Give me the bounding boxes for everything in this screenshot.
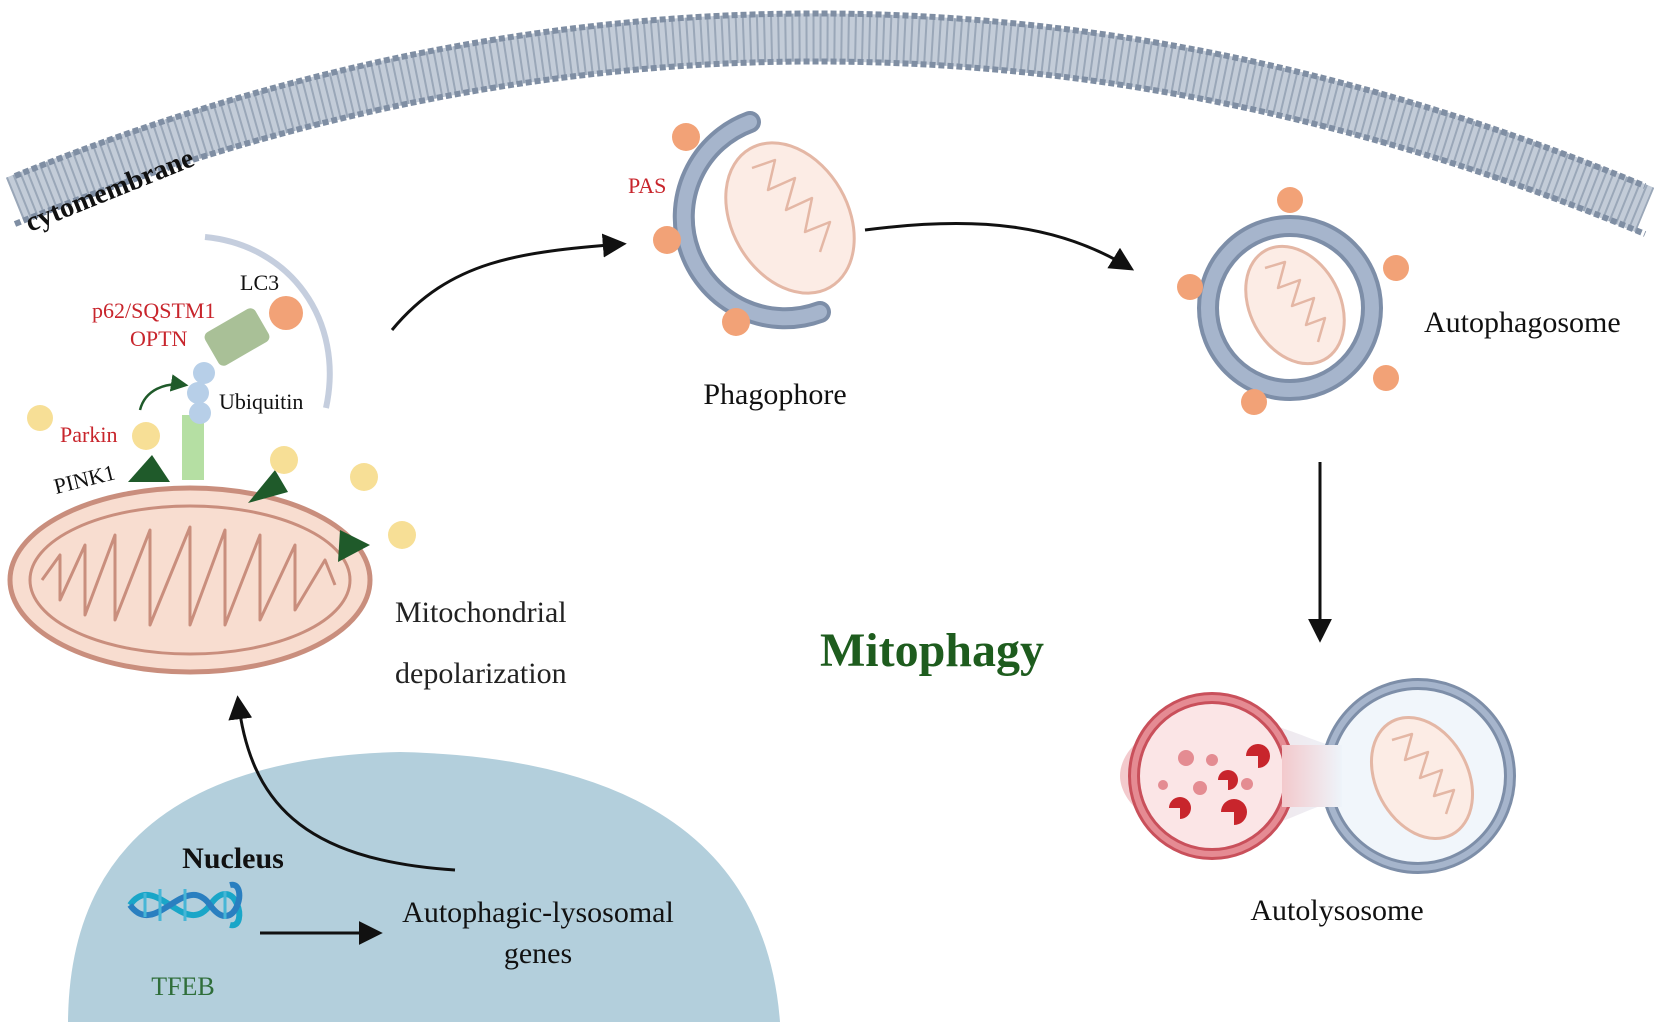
pink1-marker [128, 455, 170, 482]
autolysosome [1120, 678, 1516, 874]
receptor-stalk [182, 415, 204, 480]
nucleus-label: Nucleus [182, 842, 284, 875]
dna-helix-icon [127, 881, 243, 929]
tfeb-label: TFEB [151, 972, 215, 1001]
lc3-dot [269, 296, 303, 330]
parkin-dot [270, 446, 298, 474]
nucleus [68, 752, 780, 1022]
autophagosome-dot [1373, 365, 1399, 391]
p62-label: p62/SQSTM1 [92, 298, 215, 323]
genes-label-line1: Autophagic-lysosomal [402, 896, 674, 929]
lysosomal-enzymes [1158, 744, 1270, 825]
parkin-ubiquitin-arrow [138, 374, 189, 411]
autophagosome-dot [1383, 255, 1409, 281]
pink1-marker [248, 470, 288, 503]
autophagosome [1197, 215, 1383, 401]
ubiquitin-bead [187, 382, 209, 404]
ubiquitin-bead [189, 402, 211, 424]
mitophagy-title: Mitophagy [820, 624, 1044, 677]
pas-label: PAS [628, 173, 666, 198]
lc3-label: LC3 [240, 270, 279, 295]
genes-label-line2: genes [504, 937, 572, 970]
ubiquitin-label: Ubiquitin [219, 389, 303, 414]
to-autophagosome-arrow [864, 221, 1135, 271]
ubiquitin-bead [193, 362, 215, 384]
autophagosome-dot [1277, 187, 1303, 213]
damaged-mitochondrion [7, 485, 373, 675]
to-phagophore-arrow [390, 233, 627, 331]
pink1-marker [338, 530, 370, 562]
phagophore-label: Phagophore [703, 378, 846, 411]
pink1-label: PINK1 [51, 460, 118, 499]
p62-optn-receptor [204, 308, 270, 366]
autophagosome-dot [1241, 389, 1267, 415]
parkin-dot [132, 422, 160, 450]
parkin-dot [350, 463, 378, 491]
mito-depol-label-line2: depolarization [395, 657, 567, 690]
isolation-membrane [204, 234, 333, 409]
mito-depol-label-line1: Mitochondrial [395, 596, 567, 629]
autolysosome-label: Autolysosome [1250, 894, 1423, 927]
phagophore [672, 111, 856, 330]
genes-to-mitochondria-arrow [228, 695, 456, 872]
pas-dot [672, 123, 700, 151]
parkin-dot [27, 405, 53, 431]
optn-label: OPTN [130, 326, 188, 351]
cytomembrane [5, 10, 1654, 237]
parkin-label: Parkin [60, 422, 117, 447]
autophagosome-label: Autophagosome [1424, 306, 1621, 339]
parkin-dot [388, 521, 416, 549]
pas-dot [653, 226, 681, 254]
pas-dot [722, 308, 750, 336]
autophagosome-dot [1177, 274, 1203, 300]
